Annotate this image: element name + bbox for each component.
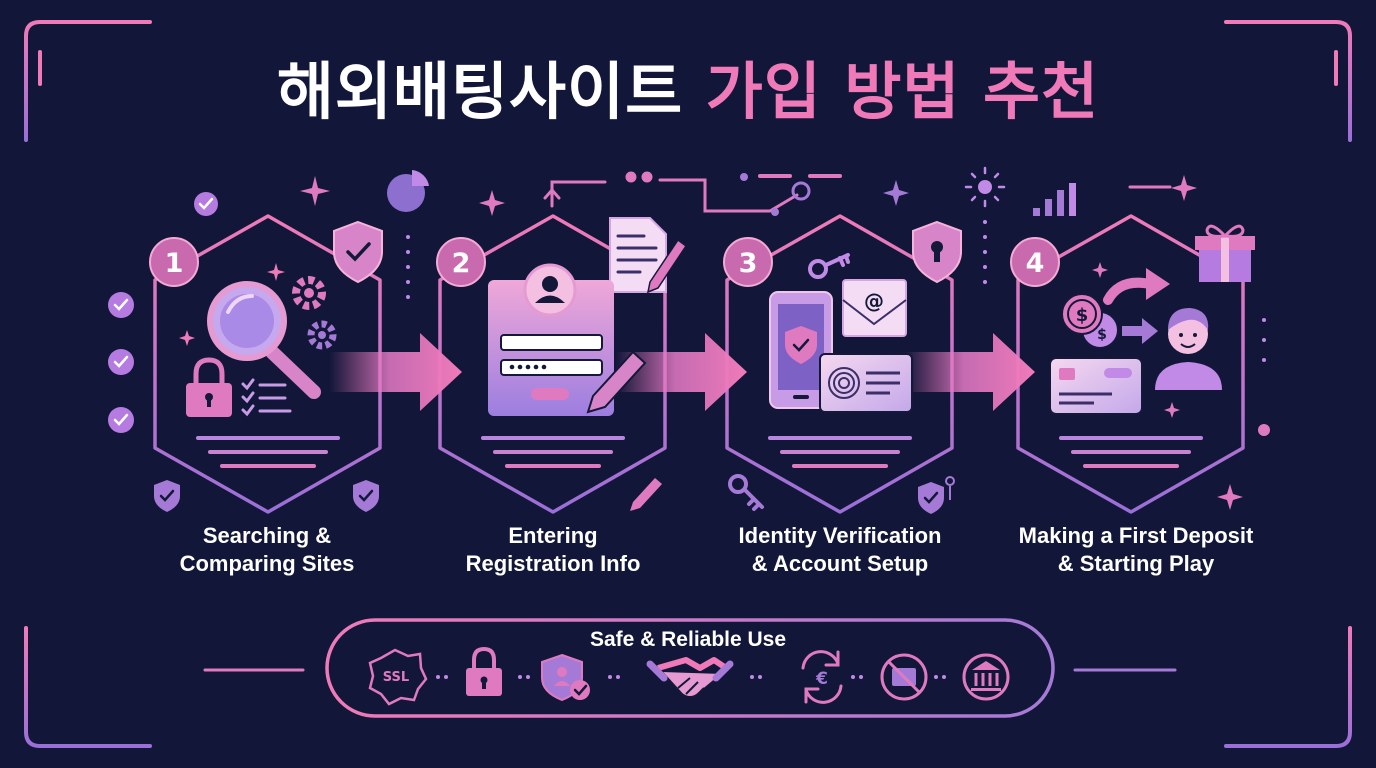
step-4-label-line2: & Starting Play: [1057, 551, 1215, 576]
frame-corner-bottom-right: [1224, 626, 1352, 748]
key-icon: [808, 253, 850, 279]
magnifier-icon: [207, 281, 321, 399]
fingerprint-card-icon: [819, 353, 913, 413]
frame-corner-top-right: [1224, 20, 1352, 142]
shield-check-icon: [918, 476, 955, 514]
checkmark-circle-icon: [194, 192, 218, 216]
step-3-label: Identity Verification & Account Setup: [690, 522, 990, 578]
sparkle-icon: [883, 180, 909, 206]
gift-icon: [1195, 224, 1255, 282]
coins-icon: $ $: [1061, 293, 1119, 349]
padlock-icon: [186, 357, 232, 417]
step-2-label-line1: Entering: [508, 523, 598, 548]
phone-shield-icon: [769, 291, 833, 409]
step-3-label-line2: & Account Setup: [751, 551, 929, 576]
hexagon-text-lines: [196, 436, 1203, 468]
checkmark-circle-icon: [108, 292, 134, 318]
separator-dots: [436, 675, 946, 679]
step-1-number-badge: 1: [149, 237, 199, 287]
dotted-line: [406, 220, 1270, 436]
flow-arrow-2-to-3: [616, 333, 747, 411]
step-4-label: Making a First Deposit & Starting Play: [986, 522, 1286, 578]
shield-check-icon: [353, 480, 379, 512]
step-4-hexagon: [1016, 214, 1245, 514]
step-1-hexagon: [153, 214, 382, 514]
step-3-label-line1: Identity Verification: [738, 523, 942, 548]
user-avatar-icon: [523, 263, 577, 317]
step-3-hexagon: [725, 214, 954, 514]
checklist-icon: [241, 378, 292, 417]
flow-arrow-1-to-2: [330, 333, 462, 411]
step-2-label: Entering Registration Info: [403, 522, 703, 578]
step-1-label: Searching & Comparing Sites: [117, 522, 417, 578]
safety-label: Safe & Reliable Use: [589, 628, 787, 651]
document-icon: [609, 217, 688, 294]
pie-chart-icon: [387, 170, 429, 212]
sparkle-icon: [479, 190, 505, 216]
curved-arrow-icon: [1103, 268, 1170, 305]
step-2-label-line2: Registration Info: [465, 551, 641, 576]
svg-text:@: @: [864, 289, 884, 313]
bar-chart-icon: [1033, 183, 1076, 216]
sun-icon: [964, 166, 1006, 208]
shield-user-icon: [541, 653, 590, 702]
title-part-pink: 가입 방법 추천: [705, 55, 1100, 128]
no-scam-icon: [880, 653, 928, 701]
key-icon: [728, 474, 764, 511]
step-1-number: 1: [165, 248, 184, 279]
shield-check-icon: [333, 220, 383, 284]
svg-text:$: $: [1097, 327, 1107, 343]
svg-text:$: $: [1076, 305, 1089, 326]
frame-corner-top-left: [24, 20, 152, 142]
frame-corner-bottom-left: [24, 626, 152, 748]
sparkle-icon: [1092, 262, 1243, 510]
sparkle-icon: [179, 263, 285, 346]
sparkle-icon: [1128, 175, 1197, 201]
step-2-hexagon: [438, 214, 667, 514]
shield-check-icon: [154, 480, 180, 512]
step-3-number: 3: [739, 248, 758, 279]
step-1-label-line1: Searching &: [202, 523, 332, 548]
svg-text:€: €: [815, 669, 828, 689]
ssl-text: SSL: [383, 670, 409, 685]
user-icon: [1155, 308, 1222, 390]
safety-pill-frame: [325, 618, 1055, 718]
pencil-icon: [586, 350, 647, 414]
refresh-currency-icon: €: [801, 650, 843, 704]
flow-arrow-3-to-4: [905, 333, 1035, 411]
shield-keyhole-icon: [912, 220, 962, 284]
registration-form-icon: [488, 263, 614, 416]
handshake-icon: [646, 657, 734, 699]
checkmark-circle-icon: [108, 407, 134, 433]
step-3-number-badge: 3: [723, 237, 773, 287]
email-icon: @: [842, 279, 907, 337]
step-4-number-badge: 4: [1010, 237, 1060, 287]
connector-line: [543, 171, 842, 216]
sparkle-icon: [300, 176, 330, 206]
gear-icon: [292, 276, 326, 310]
step-2-number: 2: [452, 248, 471, 279]
step-4-number: 4: [1026, 248, 1045, 279]
bank-icon: [962, 653, 1010, 701]
title-part-white: 해외배팅사이트: [276, 55, 684, 128]
page-title: 해외배팅사이트 가입 방법 추천: [0, 52, 1376, 132]
credit-card-icon: [1049, 357, 1143, 415]
padlock-icon: [466, 646, 502, 696]
pencil-icon: [630, 478, 662, 511]
checkmark-circle-icon: [108, 349, 134, 375]
ssl-badge-icon: SSL: [368, 648, 428, 706]
gear-icon: [307, 320, 337, 350]
step-4-label-line1: Making a First Deposit: [1018, 523, 1254, 548]
step-1-label-line2: Comparing Sites: [179, 551, 355, 576]
step-2-number-badge: 2: [436, 237, 486, 287]
arrow-right-icon: [1122, 318, 1158, 344]
frame-corners: [24, 20, 1352, 748]
